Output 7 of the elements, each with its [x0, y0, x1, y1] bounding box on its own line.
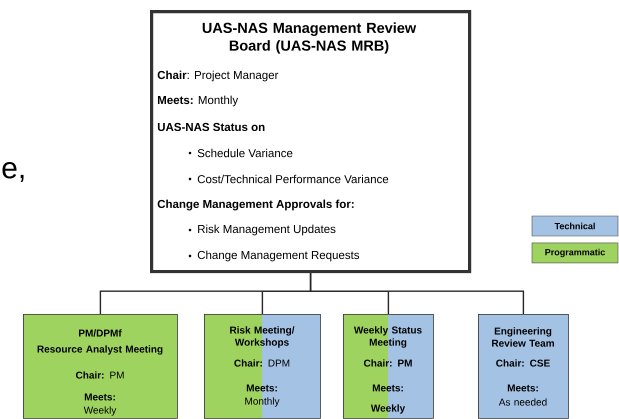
connector-line — [310, 273, 524, 314]
legend-item: Technical — [532, 216, 618, 236]
team-box: Engineering Review Team Chair: CSE Meets: As needed — [478, 314, 569, 419]
board-box: UAS-NAS Management Review Board (UAS-NAS MRB) Chair: Project Manager Meets: Monthly UAS-NAS Status on Schedule Variance Cost/Technical Performance Variance Change Management Approvals for: Risk Management Updates Change Management Requests — [150, 10, 472, 274]
slide-text: e, — [2, 162, 24, 182]
meeting-box: PM/DPMf Resource Analyst Meeting Chair: PM Meets: Weekly — [23, 314, 178, 419]
legend-item: Programmatic — [532, 242, 618, 264]
